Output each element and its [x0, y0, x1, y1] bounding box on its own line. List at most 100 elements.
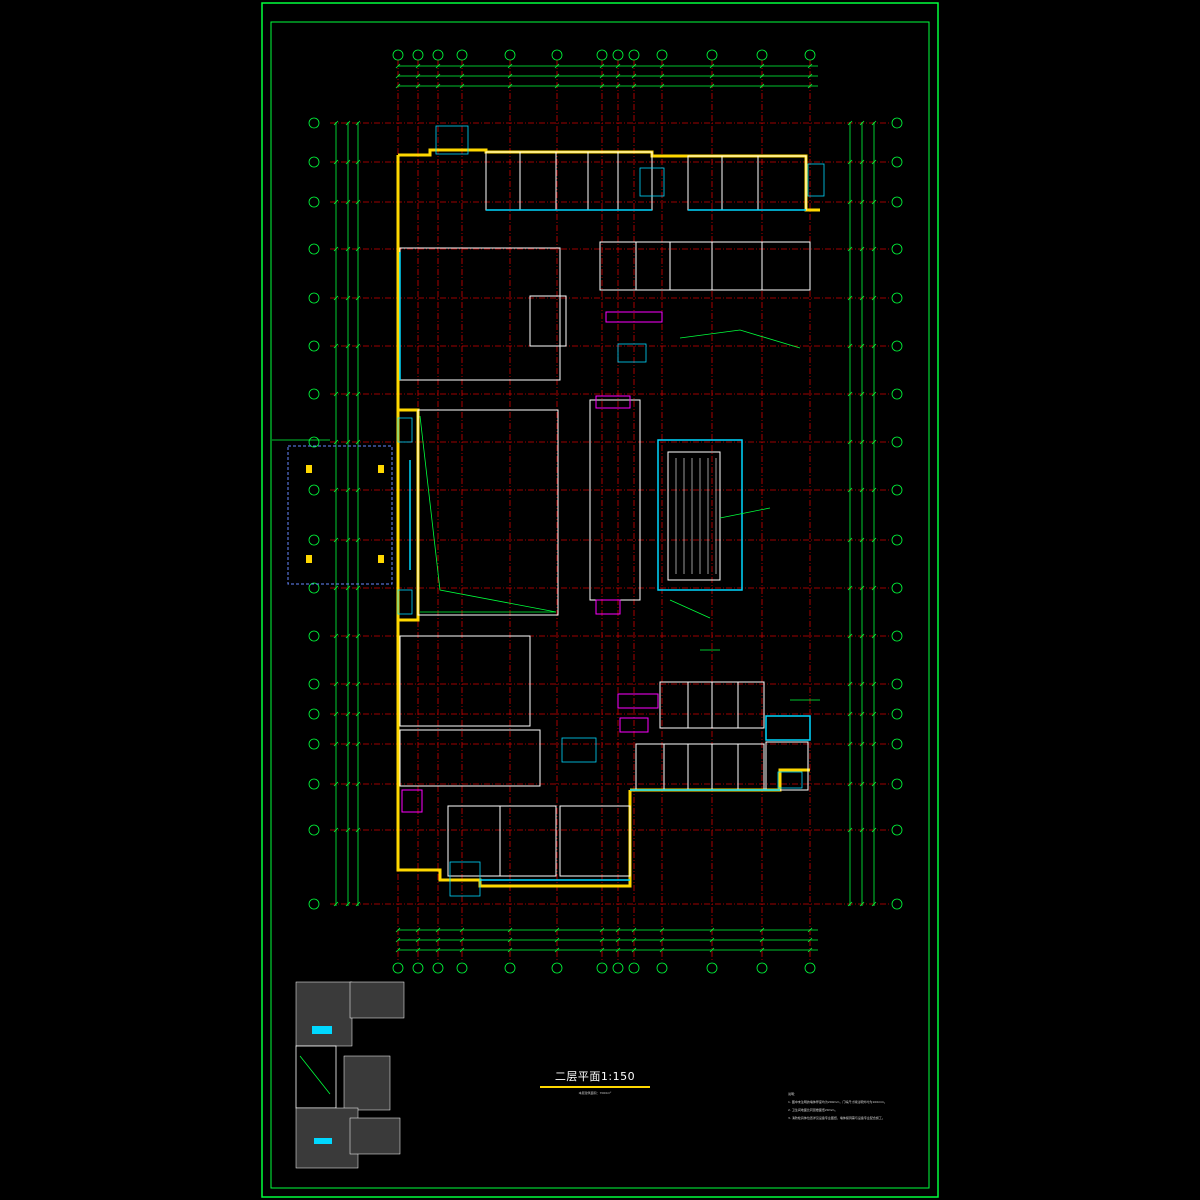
grid-bubble — [628, 49, 640, 61]
dimension-tick — [415, 83, 421, 89]
grid-bubble — [891, 708, 903, 720]
dimension-tick — [345, 487, 351, 493]
dimension-tick — [631, 927, 637, 933]
horizontal-grid-lines — [330, 122, 890, 905]
dimension-tick — [333, 391, 339, 397]
dimension-tick — [847, 120, 853, 126]
stairs — [397, 125, 825, 897]
grid-bubble — [308, 388, 320, 400]
dimension-tick — [345, 391, 351, 397]
dimension-tick — [859, 901, 865, 907]
grid-bubble — [308, 340, 320, 352]
note-line: 3. 消防栓具体位置详见设备专业图纸，墙体留洞需与设备专业配合施工。 — [788, 1116, 885, 1120]
grid-bubble — [308, 582, 320, 594]
dimension-tick — [847, 159, 853, 165]
grid-bubble — [891, 243, 903, 255]
dimension-tick — [415, 927, 421, 933]
dimension-tick — [345, 343, 351, 349]
dimension-tick — [355, 391, 361, 397]
grid-bubble — [308, 484, 320, 496]
dimension-tick — [345, 120, 351, 126]
dimension-tick — [759, 63, 765, 69]
dimension-tick — [333, 537, 339, 543]
dimension-tick — [759, 937, 765, 943]
grid-bubble — [628, 962, 640, 974]
dimension-tick — [847, 585, 853, 591]
dimension-tick — [807, 937, 813, 943]
dimension-tick — [871, 343, 877, 349]
dimension-tick — [355, 246, 361, 252]
dimension-tick — [459, 63, 465, 69]
dimension-tick — [395, 73, 401, 79]
dimension-tick — [659, 927, 665, 933]
dimension-tick — [599, 947, 605, 953]
dimension-tick — [507, 947, 513, 953]
dimension-tick — [333, 711, 339, 717]
dimension-tick — [859, 741, 865, 747]
dimension-tick — [507, 927, 513, 933]
drawing-subtitle: 本层建筑面积：7000m² — [578, 1091, 612, 1095]
dimension-tick — [554, 73, 560, 79]
dimension-tick — [847, 439, 853, 445]
dimension-tick — [709, 63, 715, 69]
grid-bubble — [891, 738, 903, 750]
dimension-tick — [859, 827, 865, 833]
dimension-tick — [333, 585, 339, 591]
dimension-tick — [659, 83, 665, 89]
atrium-void — [419, 415, 557, 613]
dimension-tick — [759, 83, 765, 89]
grid-bubble — [504, 962, 516, 974]
grid-bubble — [891, 292, 903, 304]
dimension-tick — [709, 83, 715, 89]
dimension-tick — [759, 927, 765, 933]
dimension-tick — [435, 927, 441, 933]
grid-bubble — [891, 678, 903, 690]
grid-bubble — [706, 49, 718, 61]
grid-bubble — [392, 49, 404, 61]
grid-bubble — [308, 156, 320, 168]
grid-bubble — [612, 962, 624, 974]
dimension-tick — [355, 120, 361, 126]
dimension-tick — [333, 159, 339, 165]
grid-bubble — [308, 824, 320, 836]
dimension-tick — [345, 159, 351, 165]
dimension-tick — [395, 63, 401, 69]
grid-bubble — [612, 49, 624, 61]
dimension-tick — [355, 295, 361, 301]
dimension-tick — [345, 741, 351, 747]
grid-bubble — [891, 898, 903, 910]
dimension-tick — [554, 937, 560, 943]
dimension-tick — [345, 901, 351, 907]
grid-bubble — [412, 962, 424, 974]
dimension-tick — [709, 937, 715, 943]
grid-bubble — [392, 962, 404, 974]
dimension-tick — [807, 63, 813, 69]
dimension-tick — [871, 633, 877, 639]
dimension-tick — [554, 63, 560, 69]
dimension-tick — [435, 63, 441, 69]
canopy-columns — [306, 465, 384, 563]
grid-bubble — [308, 117, 320, 129]
dimension-tick — [599, 83, 605, 89]
dimension-tick — [847, 633, 853, 639]
dimension-tick — [507, 63, 513, 69]
dimension-tick — [554, 83, 560, 89]
grid-bubble — [308, 243, 320, 255]
dimension-tick — [631, 947, 637, 953]
dimension-tick — [847, 343, 853, 349]
dimension-tick — [859, 633, 865, 639]
dimension-tick — [333, 781, 339, 787]
dimension-tick — [871, 827, 877, 833]
grid-bubble — [656, 49, 668, 61]
dimension-tick — [847, 487, 853, 493]
grid-bubble — [504, 49, 516, 61]
dimension-tick — [355, 741, 361, 747]
dimension-tick — [333, 827, 339, 833]
dimension-tick — [459, 927, 465, 933]
dimension-tick — [847, 827, 853, 833]
dimension-tick — [333, 487, 339, 493]
dimension-tick — [599, 73, 605, 79]
dimension-tick — [345, 537, 351, 543]
dimension-tick — [631, 937, 637, 943]
dimension-tick — [659, 73, 665, 79]
